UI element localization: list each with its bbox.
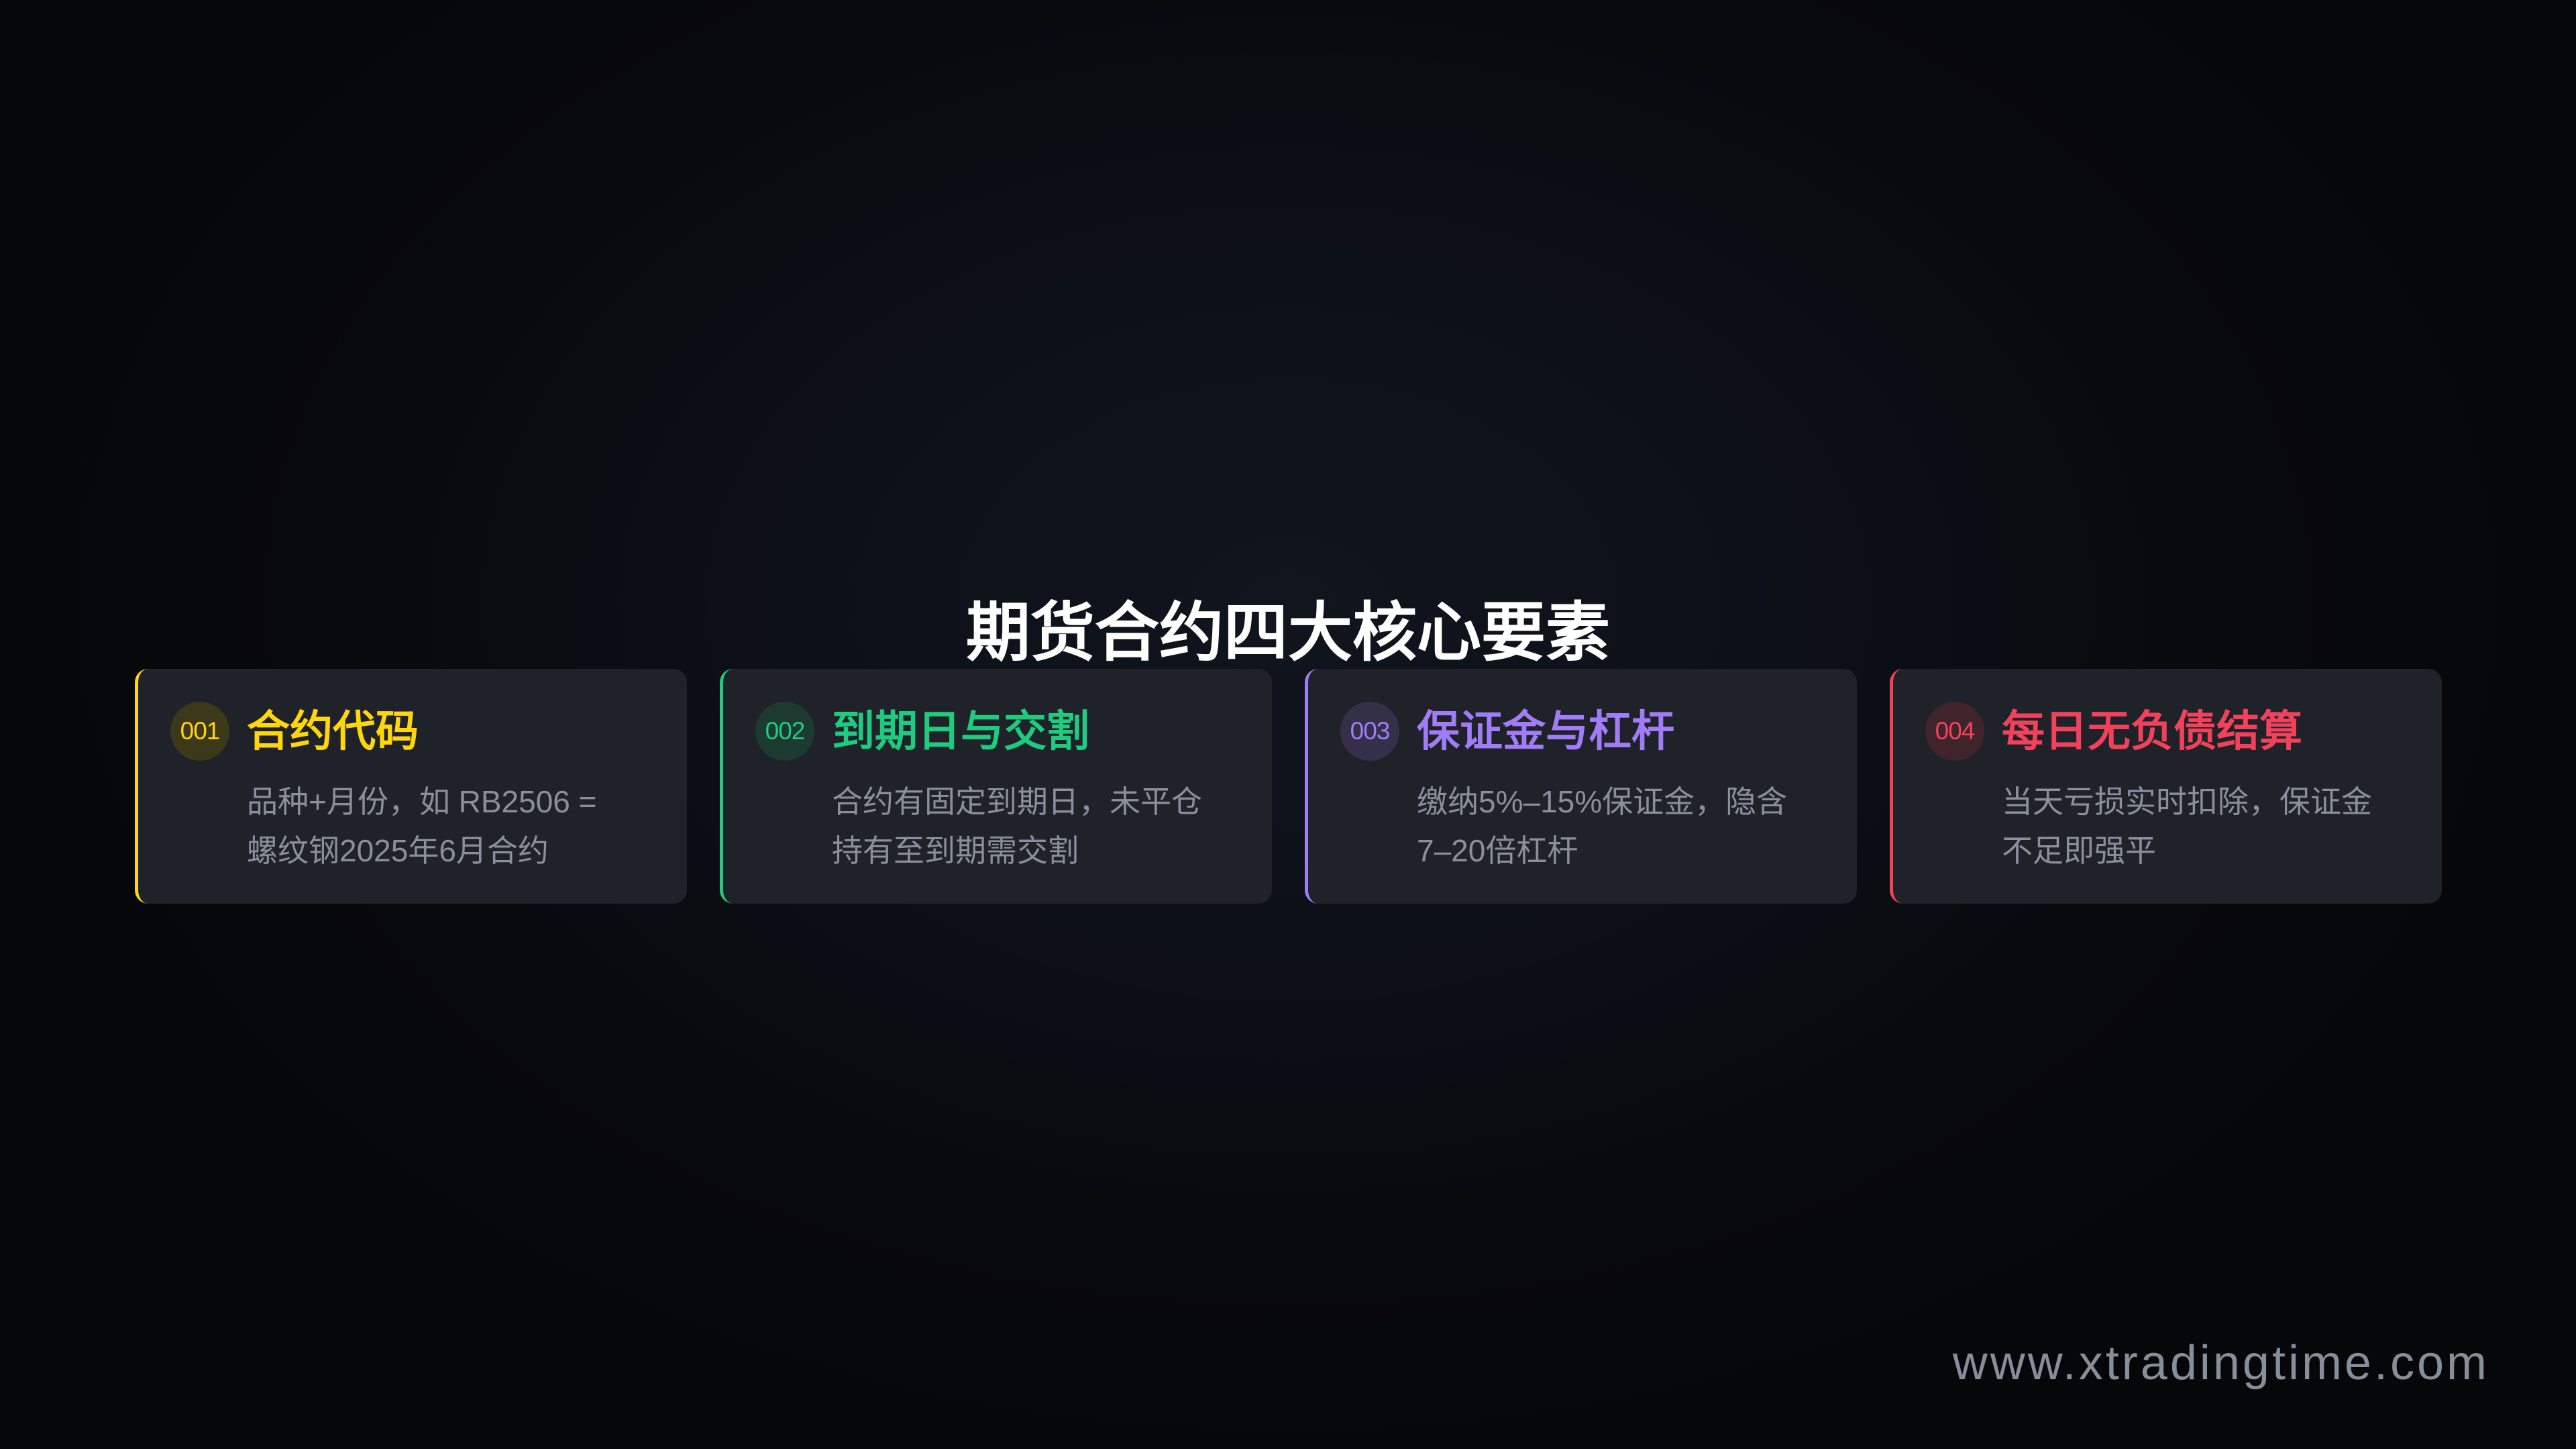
website-url: www.xtradingtime.com bbox=[1952, 1336, 2489, 1390]
desc-line: 不足即强平 bbox=[2002, 833, 2156, 868]
desc-line: 当天亏损实时扣除，保证金 bbox=[2002, 784, 2372, 819]
card-contract-code: 001 合约代码 品种+月份，如 RB2506 = 螺纹钢2025年6月合约 bbox=[135, 669, 687, 904]
card-header: 002 到期日与交割 bbox=[755, 702, 1245, 761]
desc-line: 缴纳5%–15%保证金，隐含 bbox=[1417, 784, 1788, 819]
card-margin-leverage: 003 保证金与杠杆 缴纳5%–15%保证金，隐含 7–20倍杠杆 bbox=[1305, 669, 1857, 904]
card-daily-settlement: 004 每日无负债结算 当天亏损实时扣除，保证金 不足即强平 bbox=[1890, 669, 2442, 904]
card-header: 003 保证金与杠杆 bbox=[1340, 702, 1830, 761]
number-badge: 001 bbox=[170, 702, 229, 761]
number-badge: 002 bbox=[755, 702, 814, 761]
number-badge: 004 bbox=[1925, 702, 1984, 761]
desc-line: 合约有固定到期日，未平仓 bbox=[832, 784, 1202, 819]
desc-line: 螺纹钢2025年6月合约 bbox=[247, 833, 549, 868]
card-description: 当天亏损实时扣除，保证金 不足即强平 bbox=[2002, 777, 2415, 875]
card-description: 缴纳5%–15%保证金，隐含 7–20倍杠杆 bbox=[1417, 777, 1830, 875]
card-title: 到期日与交割 bbox=[832, 707, 1089, 755]
card-description: 合约有固定到期日，未平仓 持有至到期需交割 bbox=[832, 777, 1245, 875]
card-header: 004 每日无负债结算 bbox=[1925, 702, 2415, 761]
core-elements-cards: 001 合约代码 品种+月份，如 RB2506 = 螺纹钢2025年6月合约 0… bbox=[135, 669, 2442, 904]
card-expiry-delivery: 002 到期日与交割 合约有固定到期日，未平仓 持有至到期需交割 bbox=[720, 669, 1272, 904]
card-title: 合约代码 bbox=[247, 707, 419, 755]
desc-line: 品种+月份，如 RB2506 = bbox=[247, 784, 597, 819]
card-title: 每日无负债结算 bbox=[2002, 707, 2302, 755]
number-badge: 003 bbox=[1340, 702, 1399, 761]
card-description: 品种+月份，如 RB2506 = 螺纹钢2025年6月合约 bbox=[247, 777, 660, 875]
card-header: 001 合约代码 bbox=[170, 702, 660, 761]
page-title: 期货合约四大核心要素 bbox=[966, 597, 1610, 669]
card-title: 保证金与杠杆 bbox=[1417, 707, 1674, 755]
desc-line: 7–20倍杠杆 bbox=[1417, 833, 1578, 868]
desc-line: 持有至到期需交割 bbox=[832, 833, 1079, 868]
